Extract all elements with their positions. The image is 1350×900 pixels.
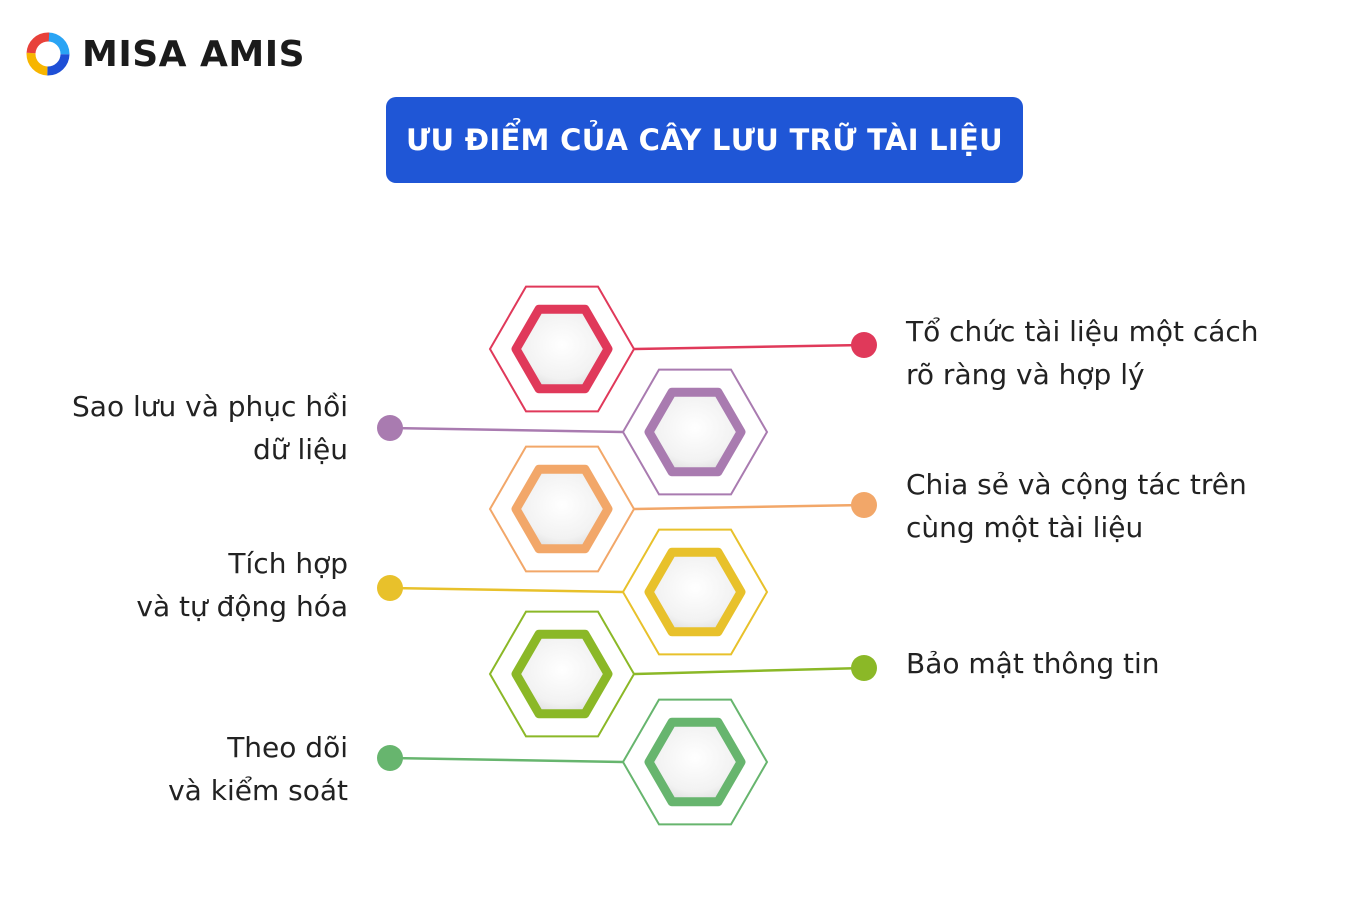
title-banner: ƯU ĐIỂM CỦA CÂY LƯU TRỮ TÀI LIỆU	[386, 97, 1023, 183]
item-label-line: Bảo mật thông tin	[906, 647, 1160, 680]
connector-line-3	[633, 503, 865, 511]
item-label-line: Sao lưu và phục hồi	[72, 390, 348, 423]
page-title: ƯU ĐIỂM CỦA CÂY LƯU TRỮ TÀI LIỆU	[405, 123, 1004, 157]
bullet-dot-3	[851, 492, 877, 518]
inner-hexagon-4	[644, 547, 746, 637]
item-label-line: Chia sẻ và cộng tác trên	[906, 468, 1247, 501]
item-label-6: Theo dõi và kiểm soát	[168, 726, 348, 812]
bullet-dot-2	[377, 415, 403, 441]
item-label-3: Chia sẻ và cộng tác trên cùng một tài liệ…	[906, 463, 1247, 549]
inner-hexagon-5	[511, 629, 613, 719]
item-label-4: Tích hợp và tự động hóa	[136, 542, 348, 628]
bullet-dot-4	[377, 575, 403, 601]
item-label-line: Tổ chức tài liệu một cách	[906, 315, 1259, 348]
item-label-1: Tổ chức tài liệu một cách rõ ràng và hợp …	[906, 310, 1259, 396]
item-label-line: cùng một tài liệu	[906, 511, 1144, 544]
connector-line-4	[389, 586, 624, 594]
item-label-line: và kiểm soát	[168, 774, 348, 807]
brand-name: MISA AMIS	[82, 33, 306, 75]
item-label-2: Sao lưu và phục hồi dữ liệu	[72, 385, 348, 471]
inner-hexagon-2	[644, 387, 746, 477]
item-label-5: Bảo mật thông tin	[906, 642, 1160, 685]
inner-hexagon-3	[511, 464, 613, 554]
brand-logo: MISA AMIS	[24, 30, 305, 78]
item-label-line: và tự động hóa	[136, 590, 348, 623]
misa-amis-logo-icon	[26, 32, 70, 76]
connector-line-5	[633, 666, 865, 676]
item-label-line: Theo dõi	[227, 731, 348, 764]
connector-line-2	[389, 426, 624, 434]
bullet-dot-1	[851, 332, 877, 358]
inner-hexagon-6	[644, 717, 746, 807]
connector-line-6	[389, 756, 624, 764]
item-label-line: Tích hợp	[228, 547, 348, 580]
item-label-line: rõ ràng và hợp lý	[906, 358, 1145, 391]
item-label-line: dữ liệu	[253, 433, 348, 466]
inner-hexagon-1	[511, 304, 613, 394]
bullet-dot-5	[851, 655, 877, 681]
bullet-dot-6	[377, 745, 403, 771]
connector-line-1	[633, 343, 865, 351]
